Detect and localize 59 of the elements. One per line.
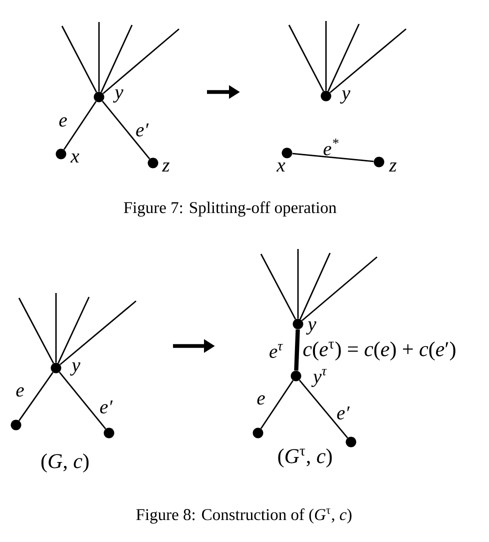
- edge-label: e: [16, 387, 24, 397]
- vertex-label: z: [388, 162, 397, 172]
- graph-edge: [302, 256, 378, 321]
- graph-edge: [325, 21, 327, 91]
- vertex-dot: [10, 420, 22, 430]
- vertex-label: y: [306, 321, 316, 335]
- graph-edge: [63, 101, 97, 150]
- graph-edge: [60, 300, 136, 366]
- graph-edge: [260, 254, 296, 320]
- graph-edge: [18, 372, 54, 421]
- vertex-label: y: [340, 90, 350, 104]
- vertex-dot: [290, 370, 302, 382]
- vertex-dot: [148, 158, 158, 168]
- graph-edge: [100, 24, 133, 92]
- graph-edge: [98, 22, 100, 92]
- graph-edge: [292, 152, 374, 162]
- graph-label: (G$^{τ}$, c): [278, 448, 332, 468]
- graph-edge: [55, 293, 57, 363]
- graph-edge: [61, 26, 98, 92]
- vertex-dot: [374, 156, 384, 168]
- formula: c(e$^{τ}$) = c(e) + c(e′): [303, 341, 456, 361]
- vertex-label: y$^{τ}$: [311, 369, 327, 387]
- graph-edge: [330, 28, 406, 94]
- graph-edge: [297, 249, 299, 319]
- vertex-dot: [104, 428, 114, 438]
- vertex-label: y: [113, 89, 124, 103]
- graph-edge: [260, 380, 294, 429]
- vertex-dot: [320, 90, 332, 102]
- vertex-label: z: [162, 162, 170, 172]
- graph-edge: [18, 298, 54, 364]
- vertex-dot: [56, 148, 66, 160]
- vertex-dot: [282, 148, 292, 158]
- graph-edge: [328, 24, 360, 92]
- vertex-dot: [346, 436, 356, 448]
- vertex-label: x: [276, 162, 286, 172]
- edge-label: e′: [100, 400, 113, 414]
- vertex-label: x: [70, 154, 80, 162]
- edge-label: e′: [337, 406, 350, 420]
- vertex-dot: [94, 92, 104, 102]
- graph-edge: [58, 372, 106, 430]
- edge-label: e: [59, 117, 67, 127]
- edge-label: e′: [136, 124, 149, 136]
- graph-edge: [294, 329, 300, 371]
- edge-label: e: [257, 395, 265, 405]
- graph-edge: [298, 380, 348, 438]
- vertex-dot: [50, 362, 62, 374]
- vertex-dot: [292, 318, 304, 330]
- edge-label: e$^{τ}$: [270, 344, 283, 358]
- graph-label: (G, c): [41, 453, 89, 473]
- figure-caption: Figure 8: Construction of (G$^{τ}$, c): [136, 508, 352, 524]
- vertex-label: y: [70, 362, 80, 376]
- vertex-dot: [252, 428, 264, 438]
- graph-edge: [58, 296, 90, 364]
- graph-edge: [288, 24, 324, 92]
- graph-edge: [102, 28, 180, 94]
- graph-edge: [300, 252, 331, 320]
- graph-edge: [102, 100, 150, 160]
- edge-label: e$^{*}$: [324, 138, 338, 156]
- figure-caption: Figure 7: Splitting-off operation: [124, 201, 336, 217]
